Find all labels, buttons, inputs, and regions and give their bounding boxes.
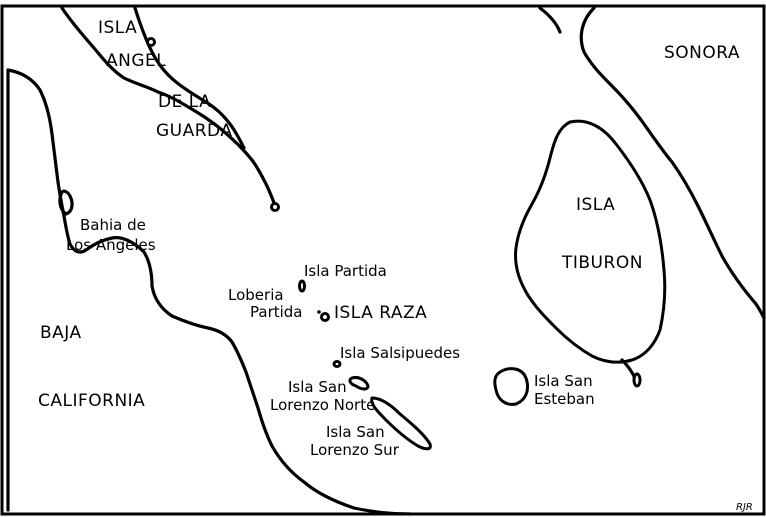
label-isla-raza: ISLA RAZA bbox=[334, 303, 427, 323]
label-tiburon-1: ISLA bbox=[576, 195, 615, 215]
label-isla-salsipuedes: Isla Salsipuedes bbox=[340, 344, 460, 362]
label-tiburon-2: TIBURON bbox=[561, 253, 643, 273]
label-baja: BAJA bbox=[40, 323, 82, 343]
label-isla-angel-4: GUARDA bbox=[156, 121, 232, 141]
isla-raza-shape bbox=[320, 312, 330, 322]
isla-san-lorenzo-norte-shape bbox=[348, 376, 370, 391]
label-bahia-2: Los Angeles bbox=[66, 236, 156, 254]
sonora-coast-inner bbox=[538, 6, 562, 34]
label-sonora: SONORA bbox=[664, 43, 740, 63]
sonora-coast bbox=[579, 6, 766, 320]
islet-tiburon-south bbox=[632, 372, 642, 388]
isla-salsipuedes-shape bbox=[332, 360, 342, 368]
label-california: CALIFORNIA bbox=[38, 391, 145, 411]
label-san-lorenzo-sur-1: Isla San bbox=[326, 423, 385, 441]
isla-partida-shape bbox=[298, 279, 306, 293]
loberia-partida-point bbox=[317, 310, 321, 314]
label-bahia-1: Bahia de bbox=[80, 216, 146, 234]
label-san-esteban-2: Esteban bbox=[534, 390, 595, 408]
bahia-inlet bbox=[58, 189, 74, 216]
label-san-lorenzo-norte-2: Lorenzo Norte bbox=[270, 396, 375, 414]
label-isla-partida: Isla Partida bbox=[304, 262, 387, 280]
label-san-lorenzo-norte-1: Isla San bbox=[288, 378, 347, 396]
isla-angel-de-la-guarda bbox=[60, 6, 277, 207]
label-loberia-2: Partida bbox=[250, 303, 303, 321]
label-isla-angel-2: ANGEL bbox=[106, 51, 166, 71]
islet-east-angel bbox=[270, 202, 280, 212]
isla-tiburon bbox=[514, 119, 667, 364]
isla-angel-coast-north bbox=[133, 6, 246, 150]
label-loberia-1: Loberia bbox=[228, 286, 284, 304]
signature: RJR bbox=[736, 502, 753, 513]
baja-california-coast bbox=[6, 68, 412, 516]
label-san-esteban-1: Isla San bbox=[534, 372, 593, 390]
islet-north bbox=[146, 37, 156, 47]
label-san-lorenzo-sur-2: Lorenzo Sur bbox=[310, 441, 400, 459]
isla-san-lorenzo-sur-shape bbox=[370, 396, 432, 451]
isla-san-esteban bbox=[493, 367, 530, 406]
label-isla-angel-3: DE LA bbox=[158, 92, 211, 112]
label-isla-angel-1: ISLA bbox=[98, 18, 137, 38]
